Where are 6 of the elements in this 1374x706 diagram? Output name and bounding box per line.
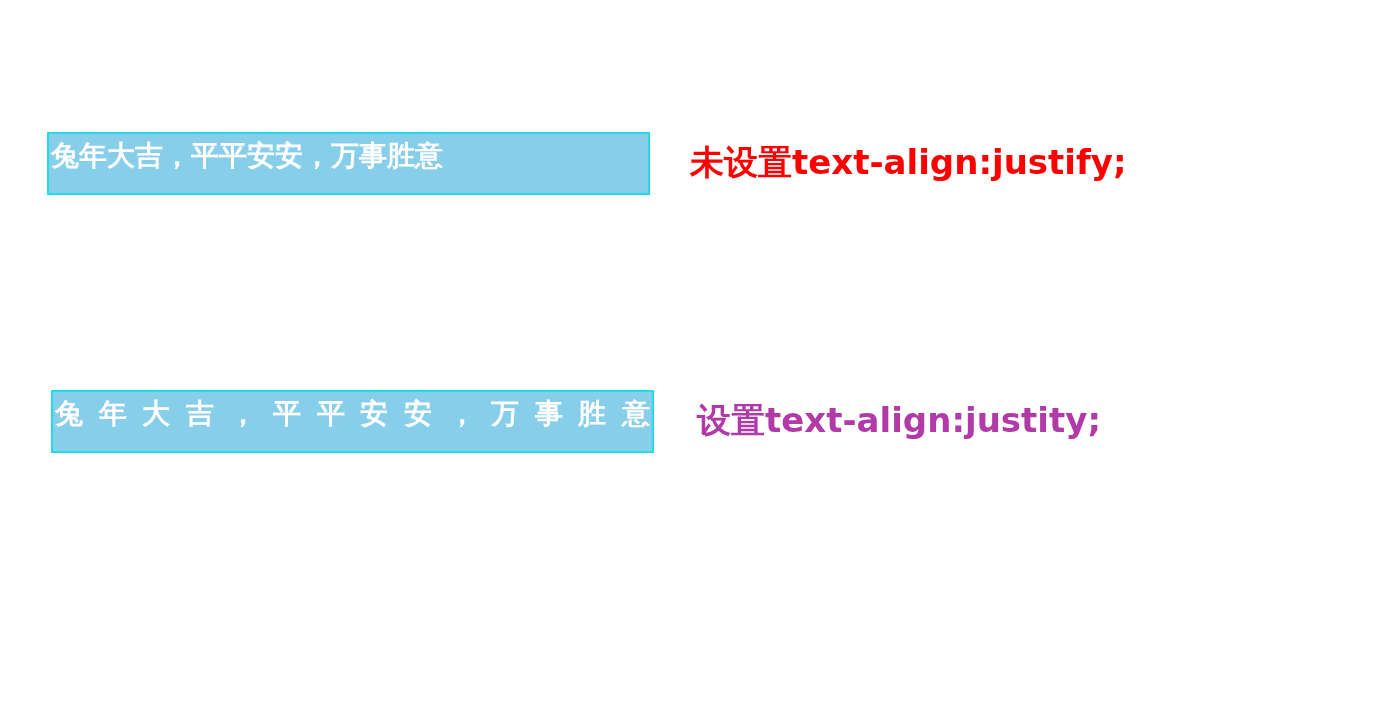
text-box [47,132,650,195]
text-box [51,390,654,453]
annotation-text: 设置text-align:justity; [697,399,1101,442]
box-text: 兔年大吉，平平安安，万事胜意 [53,396,651,432]
annotation-text: 未设置text-align:justify; [690,141,1127,184]
box-text: 兔年大吉，平平安安，万事胜意 [49,138,444,174]
